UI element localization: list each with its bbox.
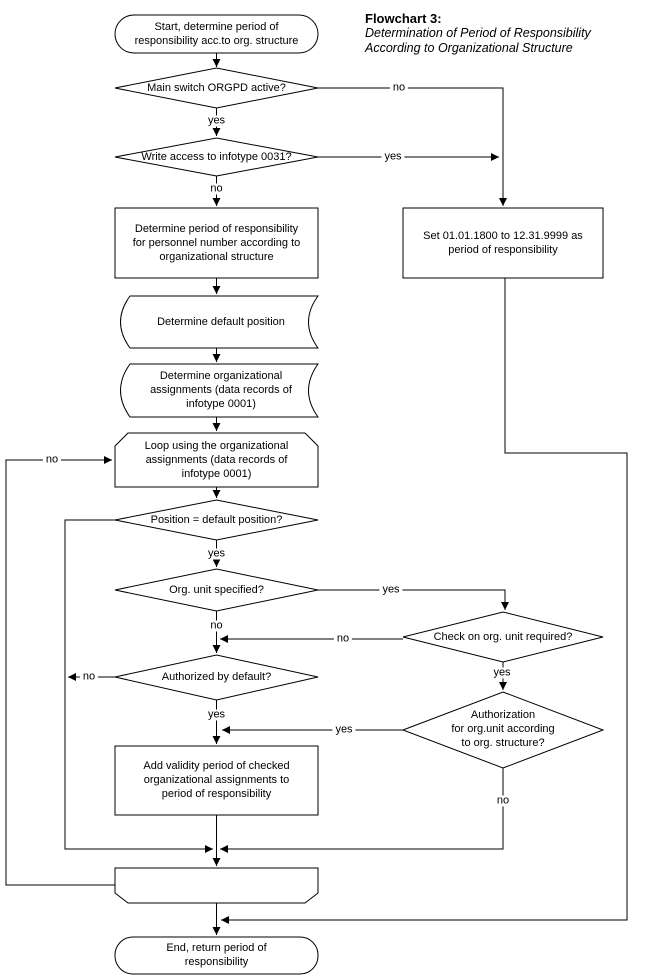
decision-main-switch-shape [115,68,318,108]
stored-data-default-position-shape [121,296,319,348]
edge-label-write-access-no: no [207,183,226,195]
edge-org-unit-yes [318,590,509,610]
process-determine-period-label: Determine period of responsibility for p… [132,223,301,263]
flowchart-subtitle-line2: According to Organizational Structure [365,40,573,55]
end-terminal-shape [115,937,318,974]
stored-data-assignments-label: Determine organizational assignments (da… [150,370,292,410]
edge-label-authorized-no: no [79,671,99,683]
loop-end-shape [115,868,318,903]
decision-check-org-unit-label: Check on org. unit required? [433,631,573,643]
title-block: Flowchart 3: Determination of Period of … [365,11,635,55]
start-terminal-shape [115,15,318,53]
decision-position-default-label: Position = default position? [150,514,283,526]
decision-org-unit-specified-shape [115,569,318,611]
edge-label-main-switch-yes: yes [204,115,229,127]
edge-label-check-org-yes: yes [490,667,514,679]
decision-write-access-shape [115,138,318,176]
edge-label-authorized-yes: yes [204,709,229,721]
process-set-period-label: Set 01.01.1800 to 12.31.9999 as period o… [423,230,583,256]
process-add-validity-shape [115,746,318,815]
loop-start-label: Loop using the organizational assignment… [144,440,289,480]
process-set-period-shape [403,208,603,278]
decision-org-unit-specified-label: Org. unit specified? [169,584,264,596]
edge-label-org-unit-no: no [207,620,226,632]
decision-authorized-default-label: Authorized by default? [161,671,272,683]
edge-set-period-out [221,278,627,924]
process-determine-period-shape [115,208,318,278]
decision-authorization-org-unit-shape [403,692,603,768]
stored-data-default-position-label: Determine default position [157,316,285,328]
loop-start-shape [115,433,318,487]
start-terminal-label: Start, determine period of responsibilit… [134,21,299,47]
edge-label-org-unit-yes: yes [379,584,403,596]
end-terminal-label: End, return period of responsibility [166,942,267,968]
edge-authorization-no [220,766,503,853]
edge-label-write-access-yes: yes [381,151,405,163]
edge-loop-feedback-no [6,456,115,885]
decision-position-default-shape [115,500,318,540]
edge-label-authorization-no: no [493,795,513,807]
decision-write-access-label: Write access to infotype 0031? [141,151,292,163]
edge-label-main-switch-no: no [389,82,409,94]
flowchart-title: Flowchart 3: [365,11,442,26]
edge-label-loop-feedback-no: no [42,454,62,466]
edge-label-authorization-yes: yes [332,724,356,736]
stored-data-assignments-shape [121,364,319,417]
decision-check-org-unit-shape [403,612,603,662]
edge-label-check-org-no: no [333,633,353,645]
edge-main-switch-no [318,88,507,206]
flowchart-subtitle-line1: Determination of Period of Responsibilit… [365,26,591,40]
edge-label-position-yes: yes [204,548,229,560]
edge-position-left-out [65,520,213,853]
decision-authorization-org-unit-label: Authorization for org.unit according to … [451,709,555,749]
decision-authorized-default-shape [115,655,318,700]
decision-main-switch-label: Main switch ORGPD active? [147,82,286,94]
process-add-validity-label: Add validity period of checked organizat… [143,760,290,800]
